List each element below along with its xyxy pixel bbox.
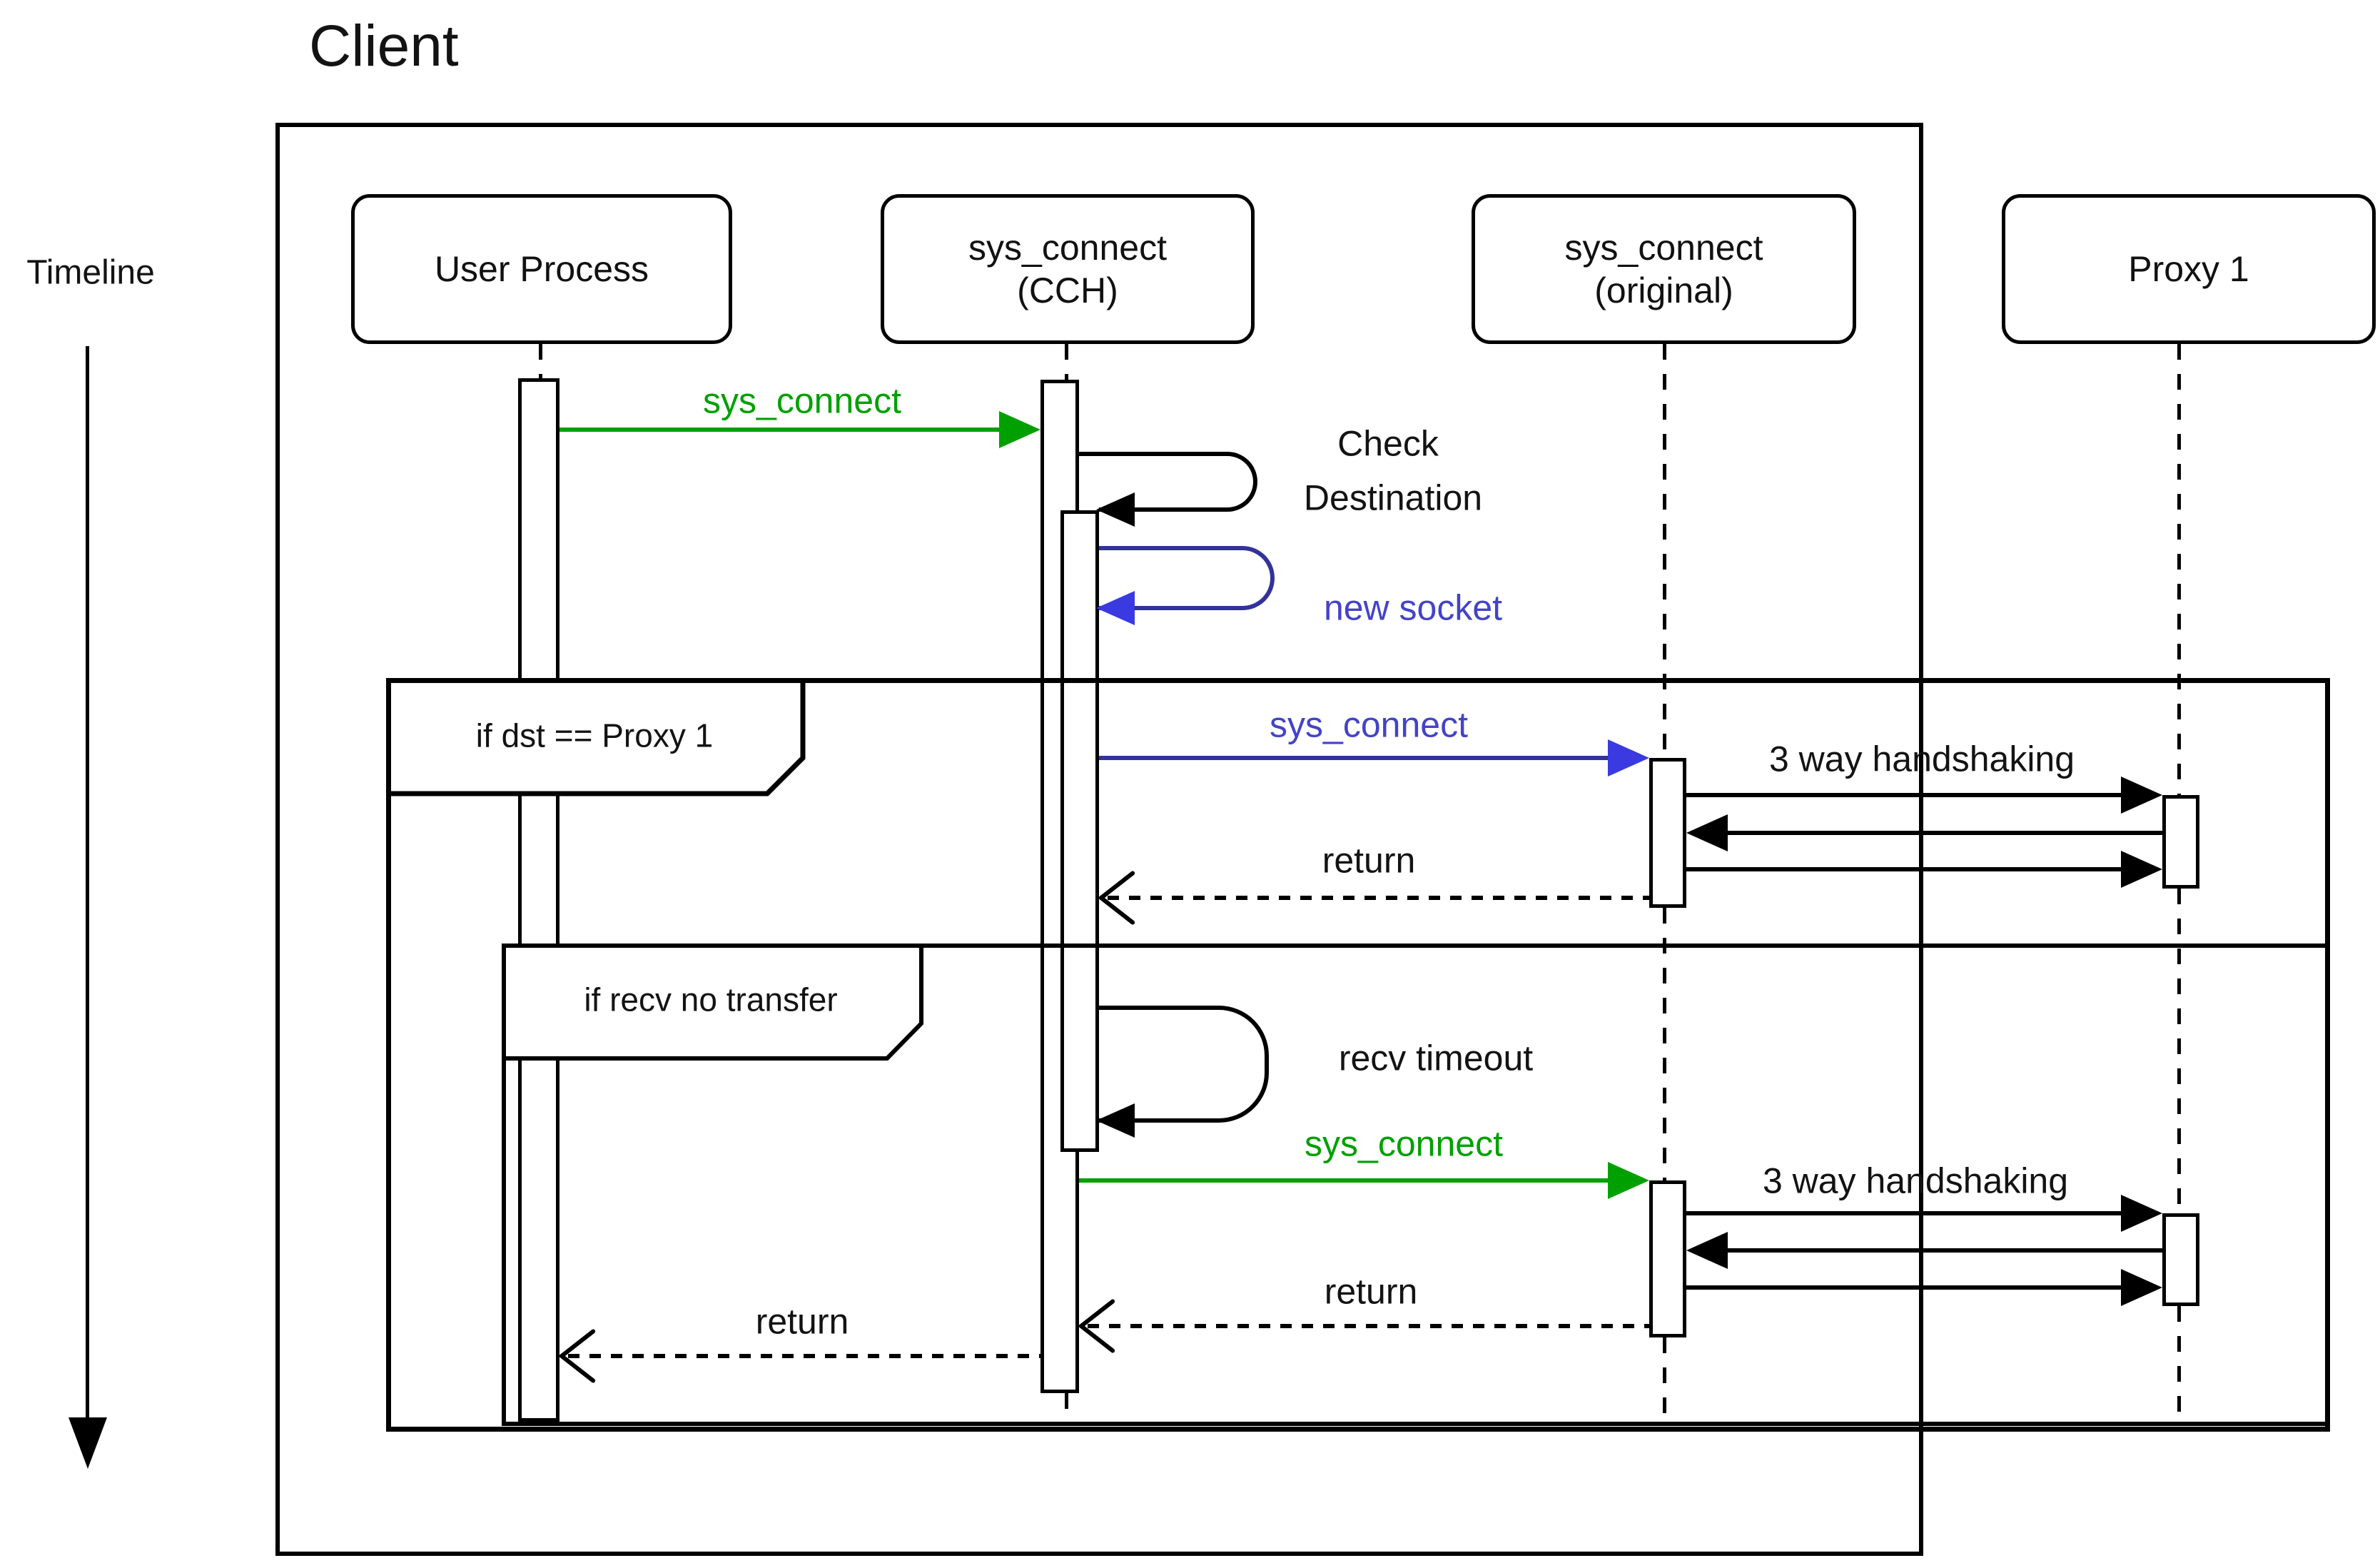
arrow-handshake-2-syn — [1686, 1211, 2123, 1215]
check-destination-loop-stub — [1079, 452, 1103, 456]
frame-if-recv-no-transfer — [502, 944, 2330, 1426]
arrowhead-left-icon — [1096, 591, 1135, 625]
arrow-return-2 — [1088, 1324, 1649, 1328]
activation-original-1 — [1649, 758, 1686, 908]
arrowhead-right-icon — [1608, 739, 1649, 777]
frame1-condition-label: if dst == Proxy 1 — [475, 717, 714, 754]
lifeline-original — [1663, 908, 1666, 1180]
arrow-return-1 — [1108, 896, 1649, 900]
arrow-handshake-1-ack — [1686, 867, 2123, 871]
actor-label-line2: (CCH) — [1017, 270, 1118, 310]
activation-cch-nested — [1060, 510, 1099, 1152]
actor-sys-connect-cch: sys_connect (CCH) — [881, 194, 1255, 344]
msg-label-new-socket: new socket — [1323, 587, 1503, 628]
lifeline-cch — [1065, 1393, 1068, 1426]
recv-timeout-loop — [1096, 1006, 1269, 1138]
arrowhead-left-icon — [1096, 1103, 1135, 1138]
open-arrowhead-left-icon — [558, 1324, 605, 1388]
msg-label-sys-connect-2: sys_connect — [1270, 704, 1468, 745]
arrowhead-left-icon — [1686, 1232, 1728, 1269]
frame2-condition-pentagon — [502, 944, 923, 1061]
lifeline-user-process — [539, 344, 542, 382]
msg-label-sys-connect-1: sys_connect — [703, 380, 901, 421]
check-destination-loop — [1096, 452, 1257, 527]
arrow-sys-connect-3 — [1079, 1178, 1609, 1183]
msg-label-sys-connect-3: sys_connect — [1305, 1123, 1503, 1164]
lifeline-proxy — [2177, 889, 2181, 1213]
arrow-sys-connect-1 — [559, 428, 1002, 432]
lifeline-original — [1663, 1337, 1666, 1426]
frame1-condition-pentagon — [386, 678, 806, 796]
page-title: Client — [309, 14, 459, 79]
activation-proxy-2 — [2162, 1213, 2199, 1306]
actor-label: sys_connect — [968, 228, 1167, 268]
actor-label-line2: (original) — [1594, 270, 1733, 310]
timeline-arrow-head-icon — [69, 1417, 107, 1469]
msg-label-handshake-2: 3 way handshaking — [1762, 1160, 2069, 1201]
actor-user-process: User Process — [351, 194, 732, 344]
actor-sys-connect-original: sys_connect (original) — [1472, 194, 1856, 344]
activation-user-process — [518, 378, 559, 1422]
actor-label: User Process — [434, 249, 649, 289]
arrowhead-right-icon — [2121, 1269, 2162, 1306]
msg-label-return-1: return — [1322, 840, 1416, 881]
arrow-handshake-1-synack — [1728, 831, 2162, 835]
msg-label-recv-timeout: recv timeout — [1338, 1038, 1534, 1078]
arrowhead-right-icon — [2121, 1195, 2162, 1232]
msg-label-handshake-1: 3 way handshaking — [1768, 739, 2075, 779]
actor-label: Proxy 1 — [2128, 249, 2249, 289]
arrowhead-left-icon — [1096, 492, 1135, 527]
new-socket-loop — [1096, 546, 1275, 625]
msg-label-return-2: return — [1324, 1271, 1418, 1312]
open-arrowhead-left-icon — [1078, 1294, 1125, 1358]
lifeline-proxy — [2177, 344, 2181, 795]
arrowhead-left-icon — [1686, 814, 1728, 851]
arrowhead-right-icon — [2121, 777, 2162, 814]
arrowhead-right-icon — [2121, 851, 2162, 888]
activation-original-2 — [1649, 1180, 1686, 1337]
activation-proxy-1 — [2162, 795, 2199, 889]
open-arrowhead-left-icon — [1098, 866, 1145, 930]
arrow-handshake-1-syn — [1686, 793, 2123, 797]
arrowhead-right-icon — [1608, 1162, 1649, 1199]
arrowhead-right-icon — [999, 411, 1040, 448]
lifeline-proxy — [2177, 1306, 2181, 1426]
actor-proxy-1: Proxy 1 — [2002, 194, 2376, 344]
arrow-return-3 — [568, 1354, 1040, 1358]
msg-label-destination: Destination — [1303, 477, 1483, 518]
client-boundary-box — [275, 123, 1923, 1556]
msg-label-check: Check — [1337, 423, 1439, 464]
lifeline-original — [1663, 344, 1666, 758]
arrow-sys-connect-2 — [1099, 756, 1609, 760]
timeline-label: Timeline — [26, 253, 155, 292]
arrow-handshake-2-ack — [1686, 1285, 2123, 1290]
lifeline-cch — [1065, 344, 1068, 382]
arrow-handshake-2-synack — [1728, 1248, 2162, 1253]
msg-label-return-3: return — [755, 1301, 849, 1342]
frame2-condition-label: if recv no transfer — [584, 981, 838, 1018]
timeline-arrow-line — [86, 346, 89, 1420]
actor-label: sys_connect — [1564, 228, 1763, 268]
